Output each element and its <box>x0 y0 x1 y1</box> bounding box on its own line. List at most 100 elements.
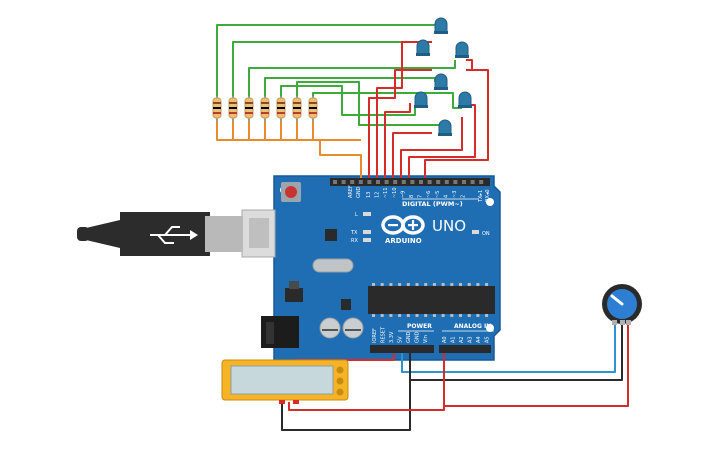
usb-chip <box>325 229 337 241</box>
header-socket[interactable] <box>479 180 484 184</box>
lcd-connector <box>336 388 344 396</box>
header-socket[interactable] <box>358 180 363 184</box>
header-socket[interactable] <box>401 180 406 184</box>
pin-label-rx: RX◂0 <box>485 189 491 202</box>
header-socket[interactable] <box>341 180 346 184</box>
regulator-small <box>341 299 351 310</box>
digital-pin-label: 2 <box>461 195 467 198</box>
arduino-infinity-logo-icon <box>381 215 425 235</box>
power-pin-label: 3.3V <box>389 331 395 343</box>
analog-pin-label: A5 <box>485 336 491 343</box>
digital-pin-label: 7 <box>418 195 424 198</box>
usb-cable[interactable] <box>77 209 276 258</box>
power-pin-label: GND <box>406 331 412 343</box>
led-light[interactable] <box>416 39 430 56</box>
digital-pin-label: ~10 <box>392 187 398 198</box>
power-led <box>472 230 479 234</box>
power-pin-label: Vin <box>423 335 429 343</box>
power-pin-label: GND <box>415 331 421 343</box>
header-socket[interactable] <box>462 180 466 184</box>
lcd-display-module[interactable] <box>221 359 349 404</box>
digital-header <box>330 178 490 186</box>
analog-pin-label: A3 <box>468 336 474 343</box>
lcd-screen <box>230 365 334 395</box>
led-light[interactable] <box>458 91 472 108</box>
lcd-connector <box>336 377 344 385</box>
digital-pin-label: 8 <box>409 195 415 198</box>
header-socket[interactable] <box>333 180 337 184</box>
header-socket[interactable] <box>427 180 432 184</box>
led-rx-label: RX <box>351 238 358 244</box>
led-light[interactable] <box>434 73 448 90</box>
resistor[interactable] <box>276 96 286 122</box>
reset-button-cap[interactable] <box>285 186 297 198</box>
header-socket[interactable] <box>470 180 475 184</box>
digital-pin-label: ~5 <box>435 191 441 198</box>
analog-pin-label: A0 <box>442 336 448 343</box>
digital-pin-label: ~3 <box>452 191 458 198</box>
analog-pin-label: A2 <box>459 336 465 343</box>
led-light[interactable] <box>434 17 448 34</box>
crystal-oscillator <box>312 258 354 273</box>
usb-symbol-icon <box>150 226 190 244</box>
resistor[interactable] <box>260 96 270 122</box>
header-socket[interactable] <box>376 180 380 184</box>
resistor[interactable] <box>228 96 238 122</box>
power-pin-label: RESET <box>381 326 387 343</box>
digital-pin-label: 13 <box>366 192 372 198</box>
resistor[interactable] <box>308 96 318 122</box>
potentiometer[interactable] <box>602 284 642 325</box>
header-socket[interactable] <box>410 180 415 184</box>
resistor[interactable] <box>292 96 302 122</box>
led-tx-indicator <box>363 230 371 234</box>
digital-pin-label: 12 <box>375 192 381 198</box>
led-light[interactable] <box>455 41 469 58</box>
pin-label-gnd: GND <box>356 186 362 198</box>
resistor-array[interactable] <box>212 96 318 122</box>
board-brand: ARDUINO <box>385 237 422 245</box>
header-socket[interactable] <box>436 180 441 184</box>
header-socket[interactable] <box>350 180 355 184</box>
led-light[interactable] <box>414 91 428 108</box>
digital-pin-label: ~9 <box>400 191 406 198</box>
voltage-regulator <box>285 288 303 302</box>
header-socket[interactable] <box>384 180 389 184</box>
digital-pin-label: 4 <box>443 195 449 198</box>
pin-label-tx: TX▸1 <box>478 190 484 203</box>
led-array[interactable] <box>414 17 472 136</box>
analog-header-label: ANALOG IN <box>454 323 491 330</box>
mount-hole <box>486 324 494 332</box>
analog-pin-label: A1 <box>451 336 457 343</box>
led-light[interactable] <box>438 119 452 136</box>
led-l-indicator <box>363 212 371 216</box>
header-socket[interactable] <box>367 180 372 184</box>
power-led-label: ON <box>482 231 490 237</box>
capacitor <box>319 317 341 339</box>
lcd-connector <box>336 366 344 374</box>
power-header-label: POWER <box>407 323 432 330</box>
header-socket[interactable] <box>453 180 458 184</box>
digital-header-label: DIGITAL (PWM~) <box>402 200 463 208</box>
resistor[interactable] <box>244 96 254 122</box>
led-rx-indicator <box>363 238 371 242</box>
capacitor <box>342 317 364 339</box>
atmega-chip <box>368 286 495 314</box>
board-model: UNO <box>432 217 466 235</box>
led-tx-label: TX <box>350 230 358 236</box>
header-socket[interactable] <box>419 180 423 184</box>
power-pin-label: IOREF <box>372 328 378 343</box>
resistor[interactable] <box>212 96 222 122</box>
mount-hole <box>486 198 494 206</box>
power-header <box>370 345 434 353</box>
digital-pin-label: ~11 <box>383 187 389 198</box>
power-pin-label: 5V <box>398 336 404 343</box>
led-l-label: L <box>355 212 358 218</box>
pin-label-aref: AREF <box>348 185 354 198</box>
analog-header <box>439 345 491 353</box>
analog-pin-label: A4 <box>476 336 482 343</box>
header-socket[interactable] <box>444 180 449 184</box>
digital-pin-label: ~6 <box>426 191 432 198</box>
header-socket[interactable] <box>393 180 398 184</box>
